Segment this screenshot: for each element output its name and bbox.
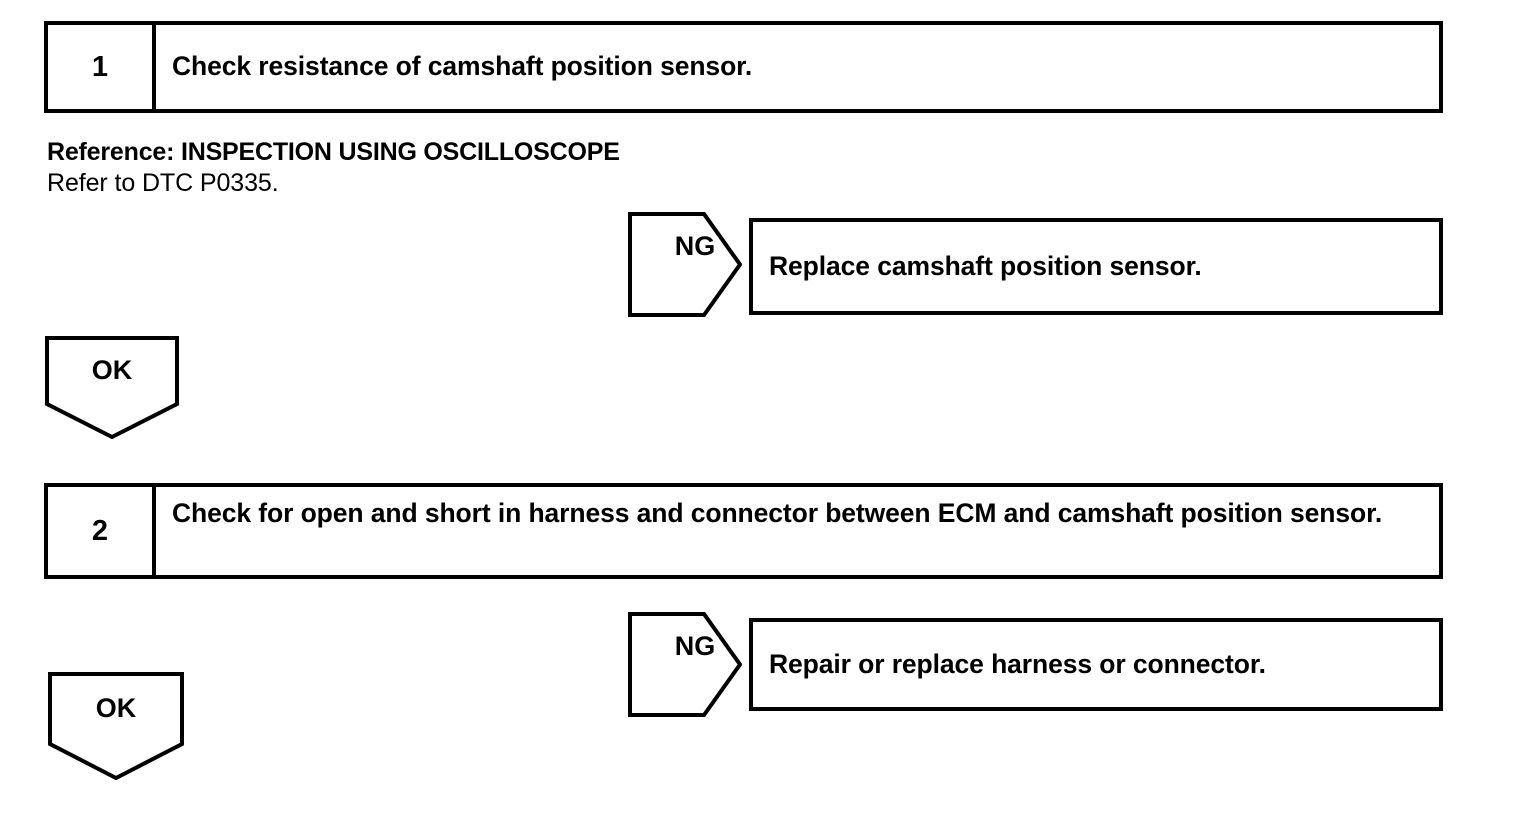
ng-arrow-label-2: NG [674,630,716,661]
ok-arrow-label-1: OK [91,354,133,385]
ok-arrow-2: OK [48,672,184,780]
step-instruction-1: Check resistance of camshaft position se… [172,51,753,82]
step-number-cell-1: 1 [48,25,156,109]
reference-note: Reference: INSPECTION USING OSCILLOSCOPE… [47,137,947,199]
ng-result-text-2: Repair or replace harness or connector. [769,648,1266,679]
step-box-2: 2 Check for open and short in harness an… [44,483,1443,579]
ng-arrow-label-1: NG [674,230,716,261]
ng-arrow-1: NG [628,212,742,317]
step-instruction-2: Check for open and short in harness and … [172,498,1383,528]
ng-result-box-2: Repair or replace harness or connector. [749,618,1443,711]
step-number-1: 1 [91,50,109,83]
ng-arrow-2: NG [628,612,742,717]
step-text-cell-2: Check for open and short in harness and … [156,487,1439,575]
step-number-cell-2: 2 [48,487,156,575]
reference-note-body: Refer to DTC P0335. [47,169,279,197]
step-number-2: 2 [91,514,109,547]
step-box-1: 1 Check resistance of camshaft position … [44,21,1443,113]
step-text-cell-1: Check resistance of camshaft position se… [156,25,1439,109]
reference-note-heading: Reference: INSPECTION USING OSCILLOSCOPE [47,138,620,166]
ok-arrow-1: OK [45,336,179,439]
ng-result-box-1: Replace camshaft position sensor. [749,218,1443,315]
ok-arrow-label-2: OK [95,692,137,723]
ng-result-text-1: Replace camshaft position sensor. [769,250,1202,281]
